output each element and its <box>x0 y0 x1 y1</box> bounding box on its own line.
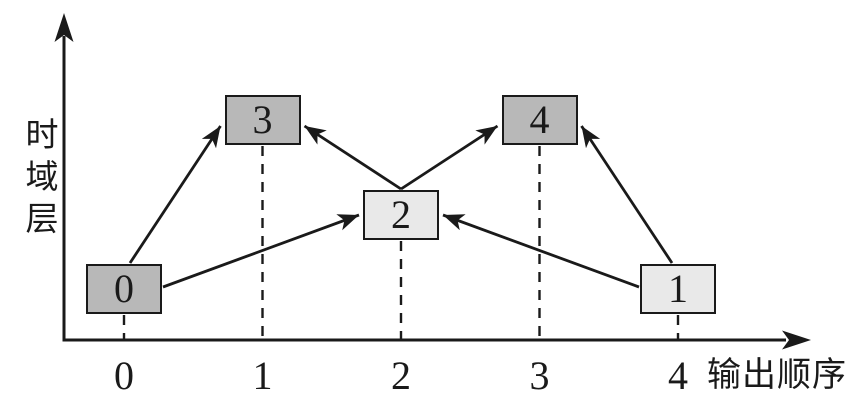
x-tick-label-1: 1 <box>252 353 273 398</box>
prediction-arrows <box>128 124 674 289</box>
x-axis-label: 输出顺序 <box>707 357 847 394</box>
frame-node-2: 2 <box>363 190 439 240</box>
x-tick-label-4: 4 <box>668 353 688 398</box>
prediction-arrow-1-to-4 <box>580 125 674 264</box>
x-tick-label-0: 0 <box>114 353 134 398</box>
y-axis-arrowhead <box>54 13 74 42</box>
output-order-guidelines <box>122 146 680 339</box>
prediction-arrow-2-to-4 <box>400 124 499 191</box>
prediction-arrow-0-to-3 <box>128 125 222 264</box>
frame-node-0: 0 <box>86 264 162 314</box>
prediction-arrow-1-to-2 <box>442 213 640 289</box>
prediction-arrow-2-to-3 <box>303 124 402 191</box>
x-tick-label-3: 3 <box>529 353 550 398</box>
y-axis-label: 时域层 <box>20 117 56 243</box>
frame-node-4: 4 <box>501 95 578 145</box>
x-axis-arrowhead <box>782 330 811 350</box>
x-tick-label-2: 2 <box>391 353 411 398</box>
frame-node-1: 1 <box>640 264 716 314</box>
frame-node-3: 3 <box>224 95 301 145</box>
prediction-arrow-0-to-2 <box>162 213 360 289</box>
